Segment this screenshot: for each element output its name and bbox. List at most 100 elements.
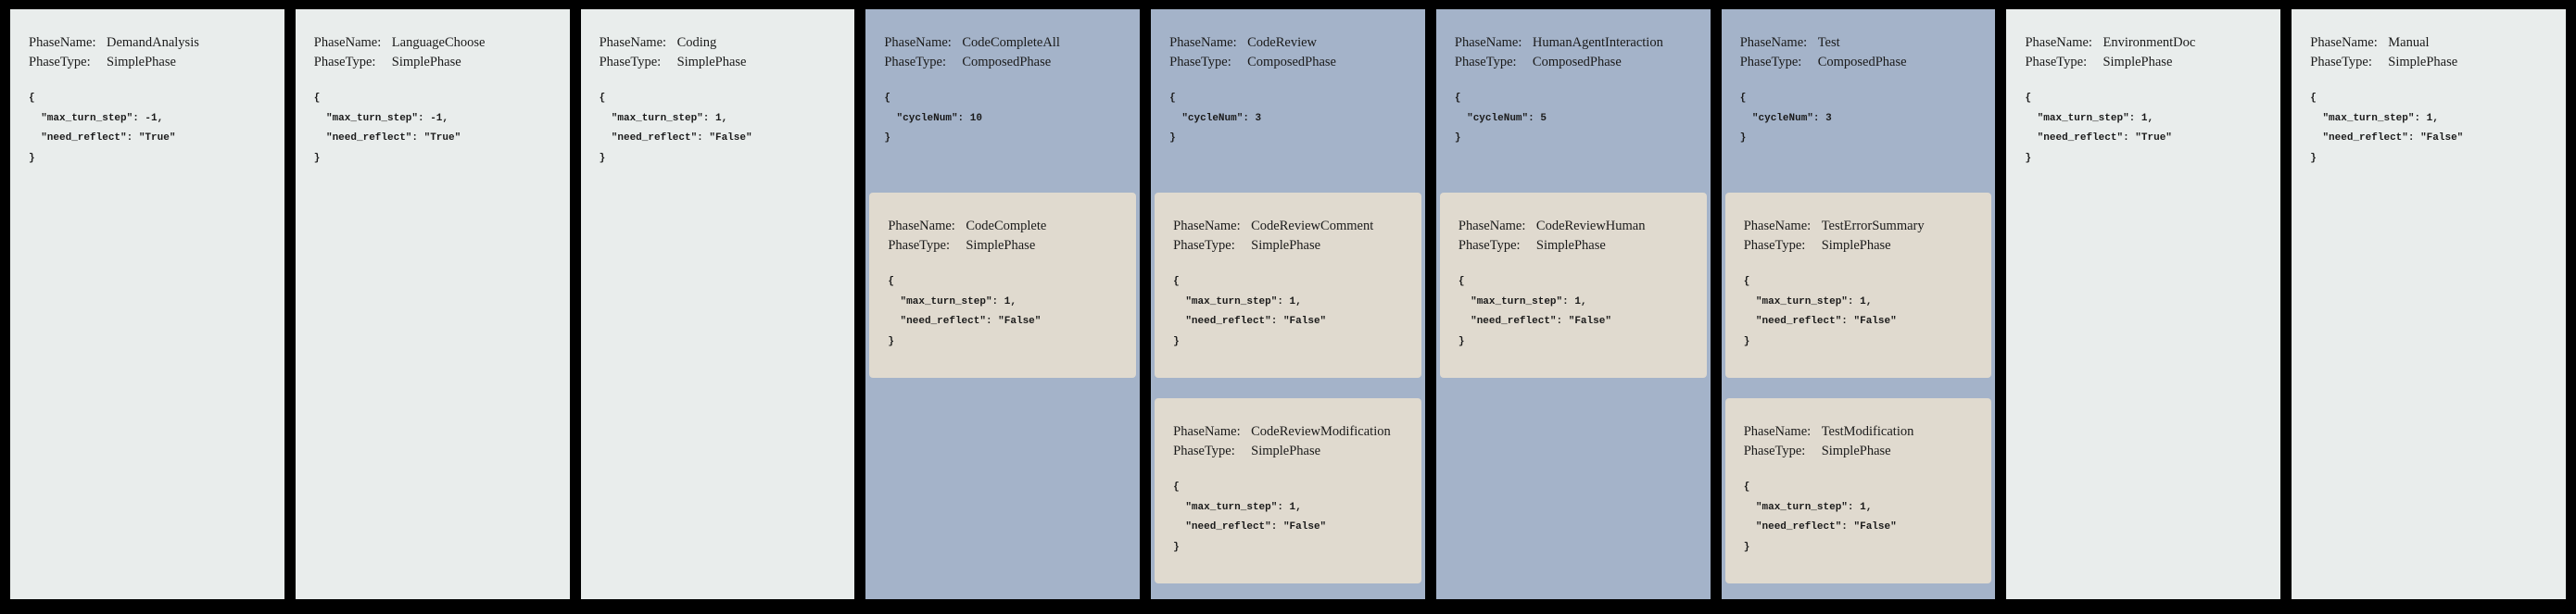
phase-name-value: Coding	[676, 35, 717, 50]
phase-config-json: { "max_turn_step": -1, "need_reflect": "…	[29, 93, 176, 164]
subphase-card-code-review-modification: PhaseName: CodeReviewModification PhaseTy…	[1155, 398, 1421, 583]
subphase-card-code-review-human: PhaseName:CodeReviewHuman PhaseType:Simp…	[1439, 193, 1707, 378]
phase-type-row: PhaseType: SimplePhase	[1744, 442, 1985, 461]
subphase-card-test-modification: PhaseName: TestModification PhaseType: Sim…	[1724, 398, 1992, 583]
phase-column-manual: PhaseName: Manual PhaseType: SimplePhase {…	[2292, 9, 2567, 599]
phase-name-row: PhaseName: Coding	[600, 33, 848, 53]
phase-info: PhaseName: CodeReviewModification PhaseTy…	[1155, 398, 1421, 558]
phase-type-row: PhaseType:SimplePhase	[1458, 236, 1699, 256]
phase-info: PhaseName:EnvironmentDoc PhaseType: Simpl…	[2006, 9, 2280, 169]
phase-column-language-choose: PhaseName:LanguageChoose PhaseType:Simpl…	[295, 9, 570, 599]
phase-name-value: CodeReview	[1247, 35, 1318, 50]
subphase-card-test-error-summary: PhaseName:TestErrorSummary PhaseType:Sim…	[1724, 193, 1992, 378]
phase-type-row: PhaseType: ComposedPhase	[1169, 53, 1418, 72]
phase-type-value: SimplePhase	[966, 238, 1036, 253]
phase-type-label: PhaseType:	[1743, 444, 1806, 458]
phase-name-value: Test	[1817, 35, 1840, 50]
phase-type-value: SimplePhase	[1821, 444, 1891, 458]
phase-name-label: PhaseName:	[1743, 424, 1812, 439]
phase-name-row: PhaseName:Test	[1740, 33, 1989, 53]
phase-type-value: SimplePhase	[2102, 55, 2173, 69]
phase-name-label: PhaseName:	[29, 35, 96, 50]
phase-type-row: PhaseType:SimplePhase	[600, 53, 848, 72]
phase-config-json: { "max_turn_step": 1, "need_reflect": "T…	[2025, 93, 2172, 164]
phase-name-label: PhaseName:	[884, 35, 952, 50]
phase-name-value: TestErrorSummary	[1821, 219, 1925, 233]
phase-name-label: PhaseName:	[2310, 35, 2378, 50]
phase-info: PhaseName:CodeReviewComment PhaseType:Si…	[1155, 193, 1421, 352]
phase-column-demand-analysis: PhaseName:DemandAnalysis PhaseType:Simpl…	[10, 9, 284, 599]
phase-name-row: PhaseName:CodeReviewHuman	[1458, 217, 1699, 236]
phase-name-row: PhaseName:CodeReviewComment	[1173, 217, 1414, 236]
phase-info: PhaseName:DemandAnalysis PhaseType:Simpl…	[10, 9, 284, 169]
phase-config-json: { "cycleNum": 10 }	[884, 93, 982, 144]
phase-name-value: Manual	[2388, 35, 2430, 50]
phase-config-json: { "cycleNum": 3 }	[1739, 93, 1832, 144]
phase-type-value: SimplePhase	[1251, 444, 1321, 458]
phase-type-row: PhaseType: SimplePhase	[888, 236, 1129, 256]
phase-name-label: PhaseName:	[1173, 424, 1241, 439]
phase-name-row: PhaseName:TestErrorSummary	[1744, 217, 1985, 236]
phase-name-value: CodeCompleteAll	[962, 35, 1060, 50]
phase-type-value: SimplePhase	[391, 55, 461, 69]
phase-type-label: PhaseType:	[1173, 444, 1235, 458]
phase-name-row: PhaseName: DemandAnalysis	[29, 33, 277, 53]
phase-type-row: PhaseType:ComposedPhase	[884, 53, 1132, 72]
subphase-gap	[1151, 378, 1425, 398]
phase-name-value: CodeComplete	[966, 219, 1047, 233]
phase-name-label: PhaseName:	[313, 35, 382, 50]
phase-name-row: PhaseName: CodeReview	[1169, 33, 1418, 53]
phase-config-diagram: PhaseName: DemandAnalysis PhaseType: Simpl…	[10, 9, 2567, 599]
phase-name-value: LanguageChoose	[391, 35, 486, 50]
subphase-card-code-complete: PhaseName:CodeComplete PhaseType:SimpleP…	[869, 193, 1137, 378]
phase-config-json: { "cycleNum": 3 }	[1169, 93, 1262, 144]
phase-type-row: PhaseType: SimplePhase	[2310, 53, 2558, 72]
phase-type-value: SimplePhase	[1535, 238, 1606, 253]
phase-type-value: SimplePhase	[107, 55, 176, 69]
phase-type-label: PhaseType:	[2310, 55, 2372, 69]
phase-info: PhaseName: Manual PhaseType: SimplePhase {…	[2292, 9, 2566, 169]
phase-name-value: CodeReviewHuman	[1535, 219, 1646, 233]
composed-phase-header: PhaseName:HumanAgentInteraction PhaseTyp…	[1436, 9, 1711, 193]
subphase-gap	[1722, 378, 1996, 398]
phase-info: PhaseName:CodeComplete PhaseType:SimpleP…	[869, 193, 1136, 352]
phase-type-label: PhaseType:	[888, 238, 950, 253]
phase-name-value: DemandAnalysis	[107, 35, 199, 50]
phase-type-label: PhaseType:	[884, 55, 946, 69]
phase-config-json: { "max_turn_step": 1, "need_reflect": "F…	[2310, 93, 2464, 164]
phase-name-label: PhaseName:	[599, 35, 667, 50]
phase-column-environment-doc: PhaseName:EnvironmentDoc PhaseType: Simpl…	[2006, 9, 2281, 599]
phase-type-value: SimplePhase	[2388, 55, 2458, 69]
phase-name-row: PhaseName:HumanAgentInteraction	[1455, 33, 1703, 53]
phase-type-label: PhaseType:	[1739, 55, 1802, 69]
phase-info: PhaseName:LanguageChoose PhaseType:Simpl…	[296, 9, 570, 169]
phase-name-label: PhaseName:	[1454, 35, 1522, 50]
phase-info: PhaseName: CodeCompleteAll PhaseType:Comp…	[865, 9, 1140, 149]
phase-config-json: { "max_turn_step": 1, "need_reflect": "F…	[1173, 276, 1327, 347]
phase-name-label: PhaseName:	[1169, 35, 1237, 50]
phase-info: PhaseName: Coding PhaseType:SimplePhase {…	[581, 9, 855, 169]
phase-config-json: { "max_turn_step": 1, "need_reflect": "F…	[599, 93, 752, 164]
phase-name-row: PhaseName: TestModification	[1744, 422, 1985, 442]
phase-name-value: CodeReviewModification	[1251, 424, 1391, 439]
phase-name-row: PhaseName:EnvironmentDoc	[2025, 33, 2273, 53]
phase-info: PhaseName:CodeReviewHuman PhaseType:Simp…	[1440, 193, 1707, 352]
phase-type-row: PhaseType:SimplePhase	[1744, 236, 1985, 256]
phase-type-value: ComposedPhase	[1817, 55, 1907, 69]
phase-column-human-agent-interaction: PhaseName:HumanAgentInteraction PhaseTyp…	[1435, 9, 1711, 599]
phase-info: PhaseName: CodeReview PhaseType: ComposedP…	[1151, 9, 1425, 149]
phase-type-row: PhaseType:SimplePhase	[1173, 236, 1414, 256]
phase-name-value: TestModification	[1821, 424, 1914, 439]
phase-type-row: PhaseType: SimplePhase	[1173, 442, 1414, 461]
phase-column-coding: PhaseName: Coding PhaseType:SimplePhase {…	[580, 9, 855, 599]
phase-name-row: PhaseName: CodeCompleteAll	[884, 33, 1132, 53]
phase-type-value: ComposedPhase	[1247, 55, 1336, 69]
phase-type-label: PhaseType:	[1169, 55, 1231, 69]
composed-phase-header: PhaseName: CodeReview PhaseType: ComposedP…	[1151, 9, 1425, 193]
phase-info: PhaseName:HumanAgentInteraction PhaseTyp…	[1436, 9, 1711, 149]
phase-config-json: { "max_turn_step": 1, "need_reflect": "F…	[1743, 482, 1897, 553]
phase-name-value: EnvironmentDoc	[2102, 35, 2196, 50]
phase-type-label: PhaseType:	[2025, 55, 2088, 69]
phase-type-value: SimplePhase	[1821, 238, 1891, 253]
phase-config-json: { "max_turn_step": -1, "need_reflect": "…	[313, 93, 461, 164]
